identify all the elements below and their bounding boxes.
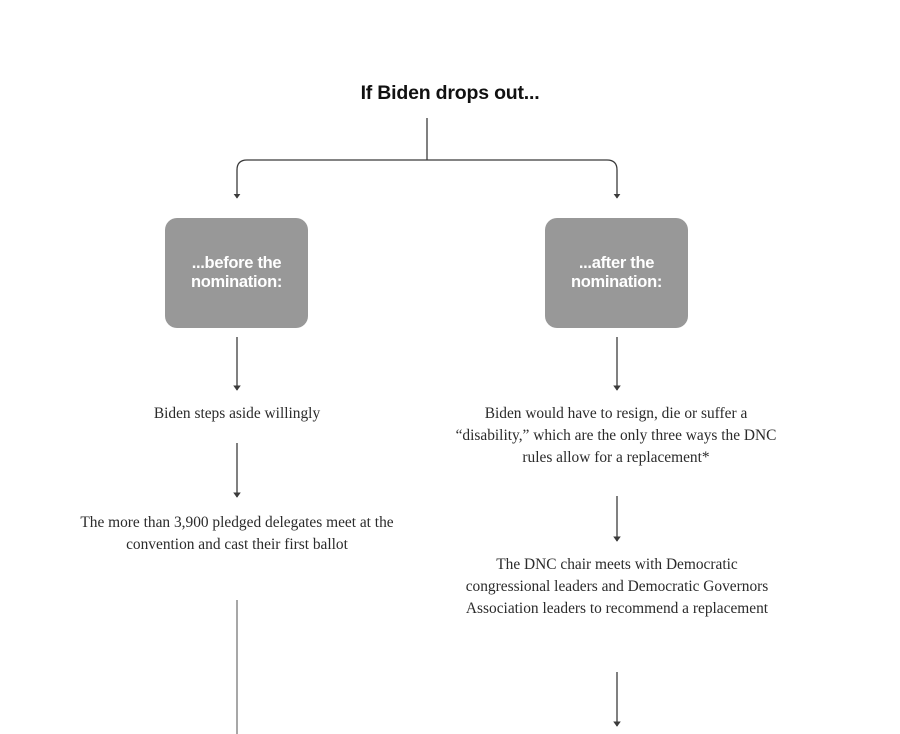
- connector-branch-right: [427, 159, 621, 199]
- chart-title: If Biden drops out...: [360, 82, 540, 104]
- stage-box-before-nomination-label: ...before the nomination:: [190, 253, 283, 291]
- stage-box-after-nomination: ...after the nomination:: [545, 218, 688, 328]
- left-step-1: Biden steps aside willingly: [153, 405, 321, 422]
- connector-branch-left: [233, 159, 427, 199]
- right-step-2: The DNC chair meets with Democratic cong…: [465, 556, 769, 617]
- right-step-1: Biden would have to resign, die or suffe…: [455, 405, 777, 466]
- left-step-2: The more than 3,900 pledged delegates me…: [80, 514, 394, 553]
- stage-box-after-nomination-label: ...after the nomination:: [570, 253, 663, 291]
- stage-box-before-nomination: ...before the nomination:: [165, 218, 308, 328]
